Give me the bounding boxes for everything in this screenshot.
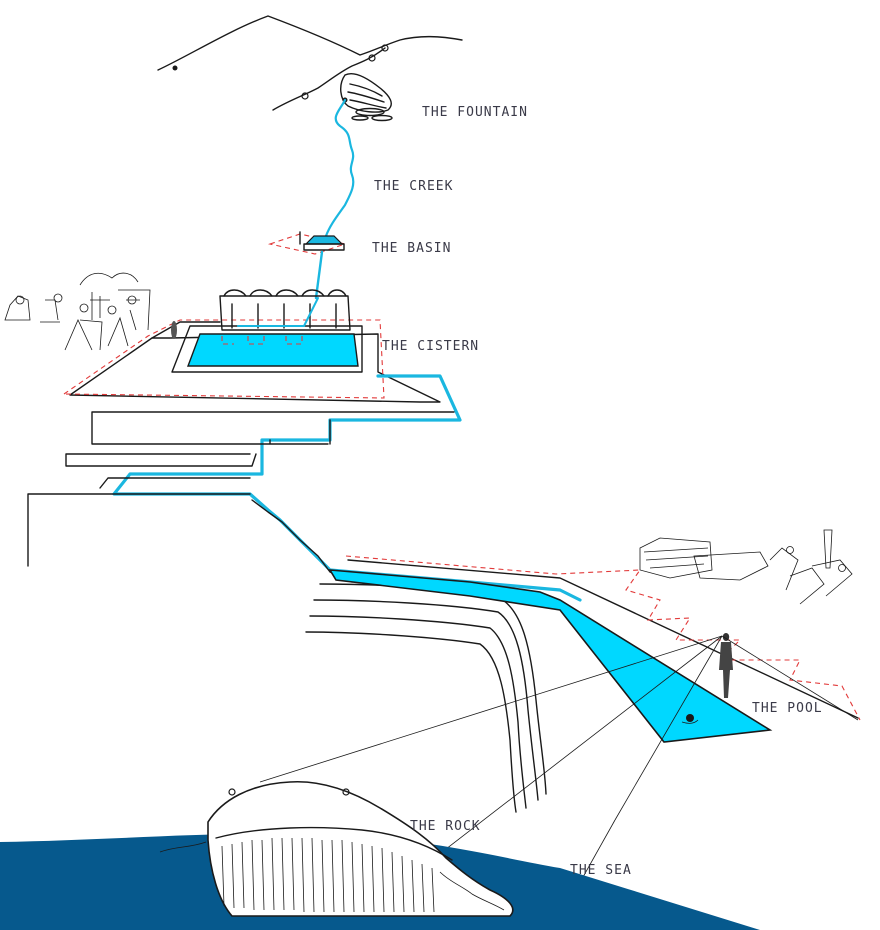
loungers-sketch xyxy=(639,529,853,605)
fountain-rocks xyxy=(340,73,393,122)
mountain-ridge xyxy=(157,15,463,111)
person-figure xyxy=(719,633,733,698)
pool-area xyxy=(328,529,861,743)
water-channel xyxy=(112,374,582,602)
basin xyxy=(267,231,348,300)
creek-stream xyxy=(324,98,355,238)
label-sea: THE SEA xyxy=(570,863,632,878)
rock-sketch xyxy=(159,780,514,917)
label-creek: THE CREEK xyxy=(374,179,453,194)
terrace-walls xyxy=(27,411,455,583)
cafe-seating-sketch xyxy=(4,272,151,351)
label-cistern: THE CISTERN xyxy=(382,339,479,354)
label-fountain: THE FOUNTAIN xyxy=(422,105,528,120)
cistern-terrace xyxy=(62,289,441,403)
pool-water xyxy=(328,569,773,743)
label-basin: THE BASIN xyxy=(372,241,451,256)
label-pool: THE POOL xyxy=(752,701,823,716)
label-rock: THE ROCK xyxy=(410,819,481,834)
contour-lines xyxy=(305,583,547,813)
